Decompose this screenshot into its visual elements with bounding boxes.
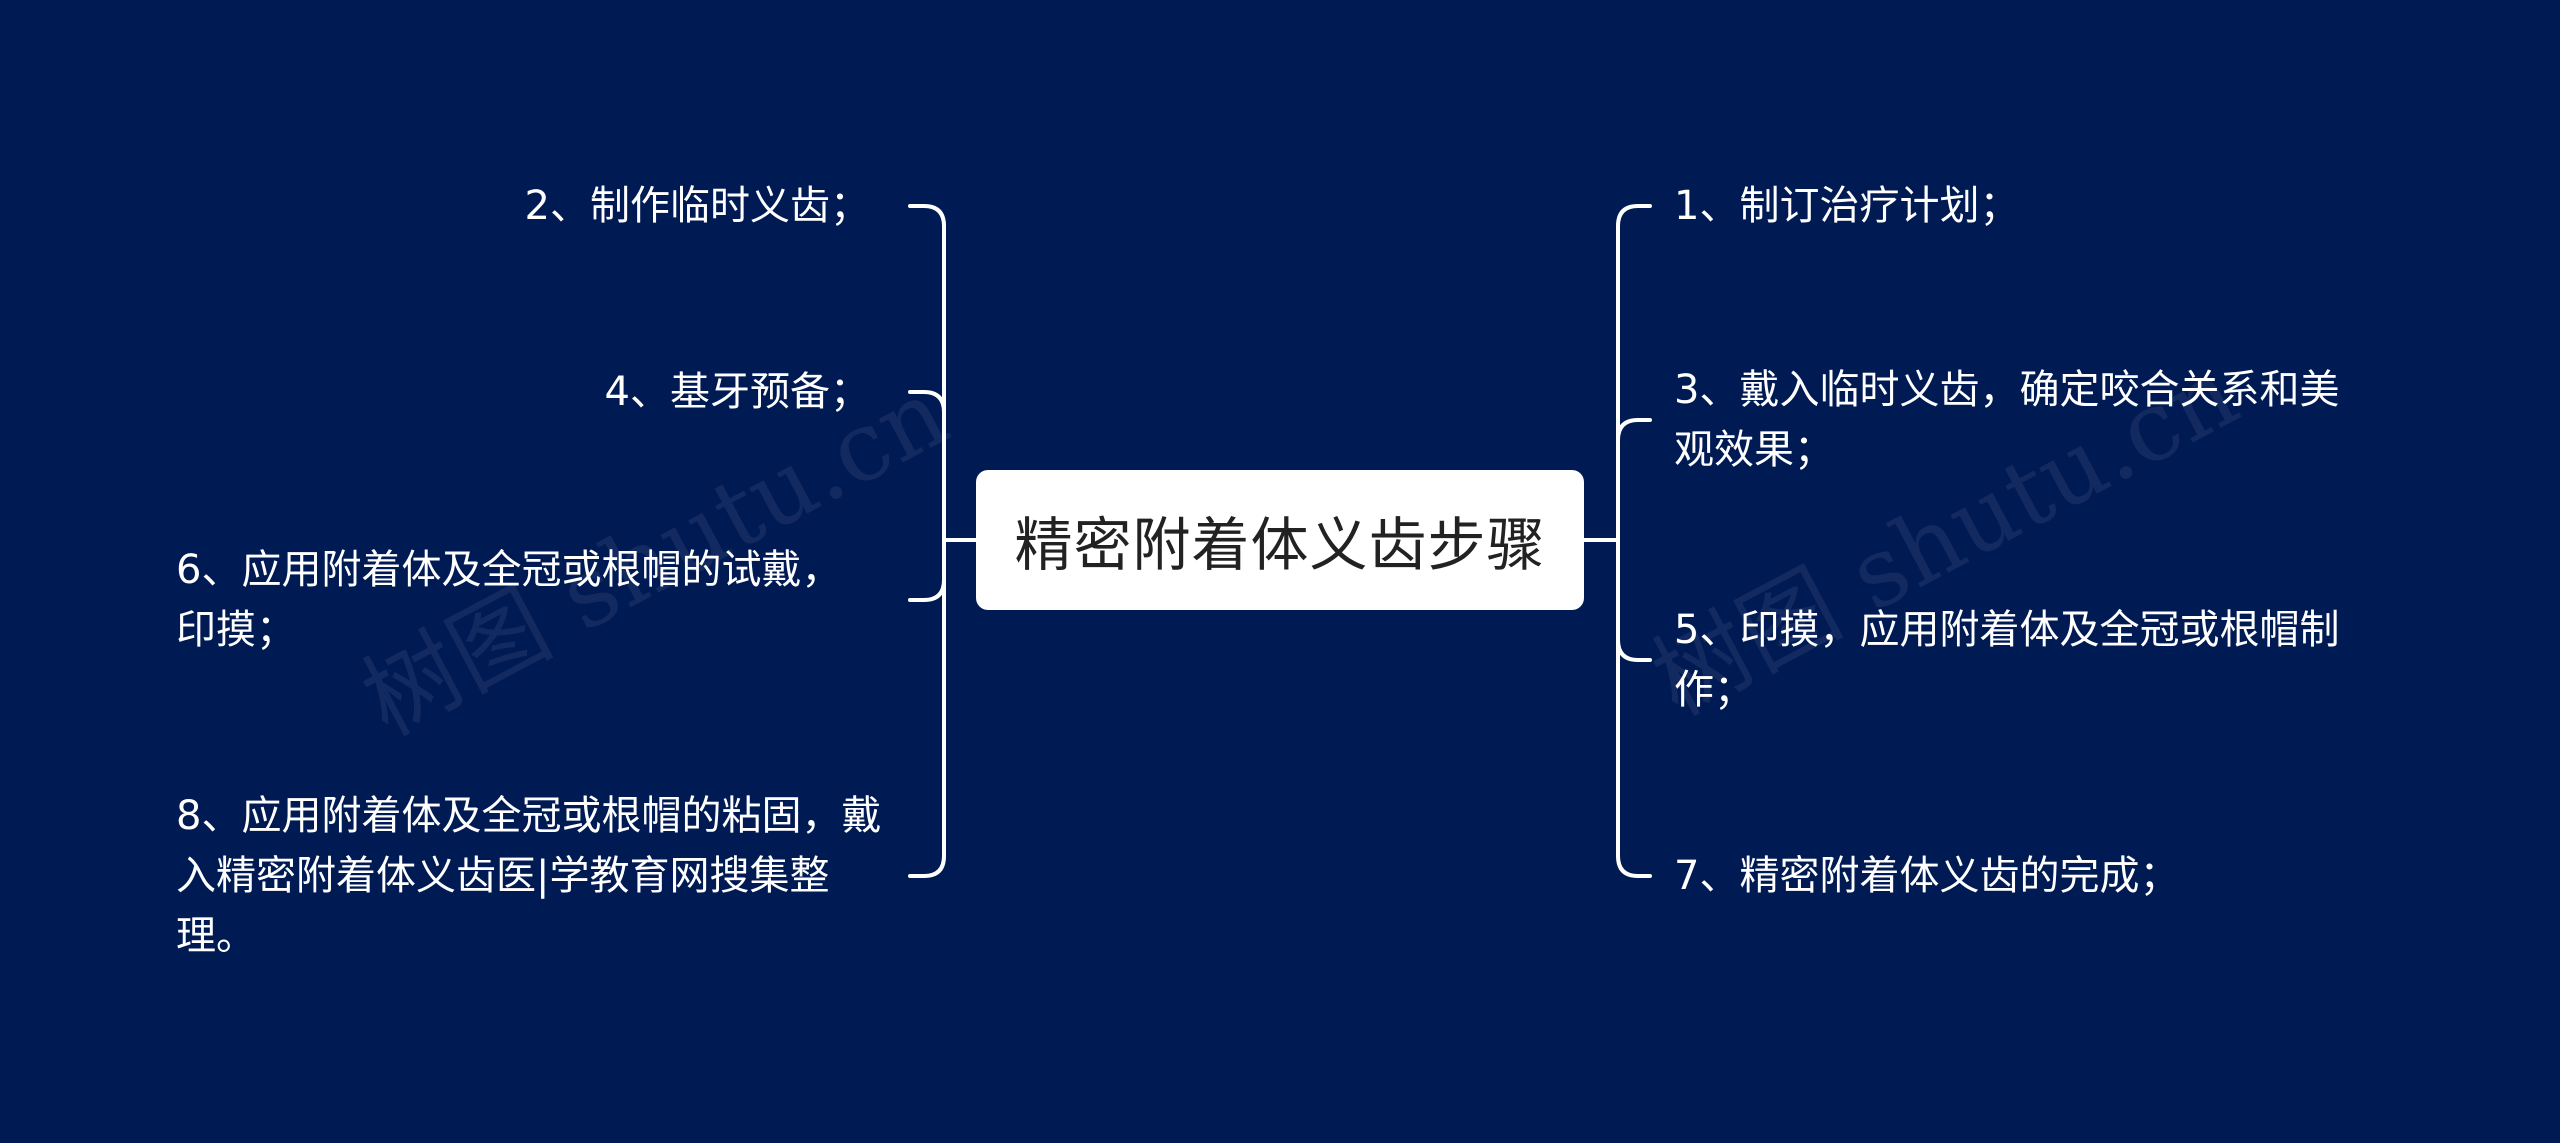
branch-step-7[interactable]: 7、精密附着体义齿的完成； [1674, 846, 2364, 906]
branch-label: 5、印摸，应用附着体及全冠或根帽制作； [1674, 607, 2340, 713]
branch-label: 7、精密附着体义齿的完成； [1674, 853, 2180, 899]
root-node-label: 精密附着体义齿步骤 [1014, 511, 1546, 579]
branch-label: 3、戴入临时义齿，确定咬合关系和美观效果； [1674, 367, 2340, 473]
branch-step-3[interactable]: 3、戴入临时义齿，确定咬合关系和美观效果； [1674, 360, 2364, 480]
branch-step-4[interactable]: 4、基牙预备； [420, 362, 870, 422]
branch-step-1[interactable]: 1、制订治疗计划； [1674, 176, 2354, 236]
branch-step-8[interactable]: 8、应用附着体及全冠或根帽的粘固，戴入精密附着体义齿医|学教育网搜集整理。 [176, 786, 886, 966]
root-node[interactable]: 精密附着体义齿步骤 [976, 470, 1584, 610]
connector-left-1 [908, 204, 946, 542]
connector-left-4 [908, 538, 946, 878]
branch-step-5[interactable]: 5、印摸，应用附着体及全冠或根帽制作； [1674, 600, 2364, 720]
connector-left-2 [908, 390, 946, 414]
branch-label: 2、制作临时义齿； [524, 183, 870, 229]
branch-step-2[interactable]: 2、制作临时义齿； [420, 176, 870, 236]
connector-right-4 [1616, 538, 1652, 878]
branch-label: 8、应用附着体及全冠或根帽的粘固，戴入精密附着体义齿医|学教育网搜集整理。 [176, 793, 882, 959]
branch-label: 4、基牙预备； [604, 369, 870, 415]
branch-label: 1、制订治疗计划； [1674, 183, 2020, 229]
connector-left-3 [908, 578, 946, 602]
branch-step-6[interactable]: 6、应用附着体及全冠或根帽的试戴，印摸； [176, 540, 866, 660]
connector-right-3 [1616, 638, 1652, 662]
branch-label: 6、应用附着体及全冠或根帽的试戴，印摸； [176, 547, 842, 653]
connector-right-2 [1616, 418, 1652, 442]
connector-right-1 [1616, 204, 1652, 542]
